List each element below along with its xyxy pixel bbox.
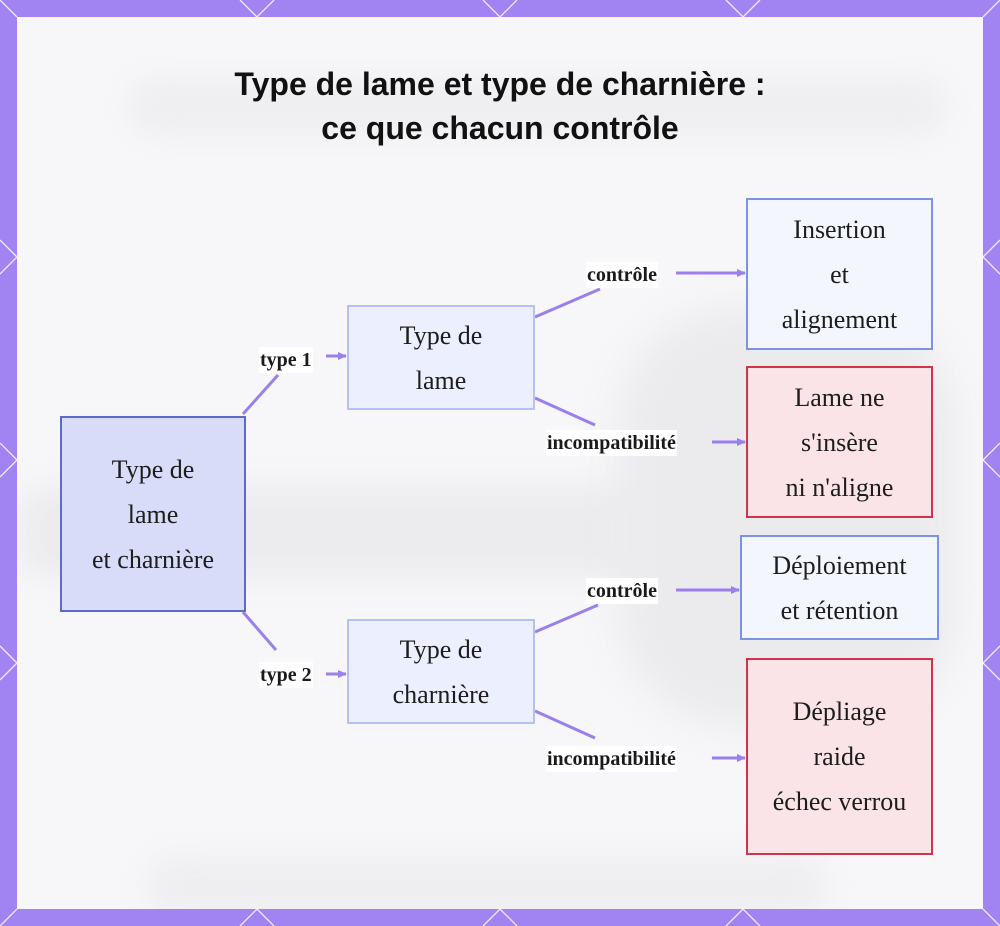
node-hinge-incompat: Dépliage raide échec verrou [746,658,933,855]
node-hinge-type-line: charnière [392,679,490,709]
background-blur-shape [127,77,947,137]
node-hinge-type: Type de charnière [347,619,535,724]
node-blade-control: Insertion et alignement [746,198,933,350]
edge-label-type-1: type 1 [259,347,313,373]
edge-hinge-incompat [534,709,596,740]
node-root-line: et charnière [92,544,214,574]
edge-root-blade [241,373,280,416]
title-line-1: Type de lame et type de charnière : [234,66,766,102]
node-hinge-control-line: et rétention [780,595,899,625]
edge-label-blade-control: contrôle [586,262,658,288]
edge-label-type-2: type 2 [259,662,313,688]
node-blade-type-line: lame [415,365,467,395]
diagram-title: Type de lame et type de charnière : ce q… [0,62,1000,150]
node-blade-incompat-line: ni n'aligne [785,472,894,502]
node-blade-control-line: alignement [781,304,898,334]
node-hinge-control: Déploiement et rétention [740,535,939,640]
node-blade-control-line: Insertion [793,214,886,244]
node-root: Type de lame et charnière [60,416,246,612]
node-hinge-incompat-line: Dépliage [792,697,887,726]
node-hinge-type-line: Type de [399,634,483,664]
node-blade-type: Type de lame [347,305,535,410]
node-blade-incompat-line: s'insère [801,427,878,457]
node-root-line: Type de [111,454,195,484]
edge-label-blade-incompat: incompatibilité [546,430,677,456]
edge-hinge-control [534,603,599,634]
edge-blade-incompat [534,396,596,427]
node-blade-incompat: Lame ne s'insère ni n'aligne [746,366,933,518]
node-blade-incompat-line: Lame ne [794,382,885,412]
node-hinge-incompat-line: échec verrou [772,787,907,816]
edge-blade-control [534,287,601,319]
edge-root-hinge [241,611,278,651]
edge-label-hinge-control: contrôle [586,578,658,604]
node-blade-type-line: Type de [399,320,483,350]
node-root-line: lame [127,499,179,529]
node-blade-control-line: et [830,259,849,289]
background-blur-shape [147,857,827,909]
node-hinge-control-line: Déploiement [772,550,907,580]
title-line-2: ce que chacun contrôle [321,110,679,146]
edge-label-hinge-incompat: incompatibilité [546,746,677,772]
node-hinge-incompat-line: raide [813,742,866,771]
